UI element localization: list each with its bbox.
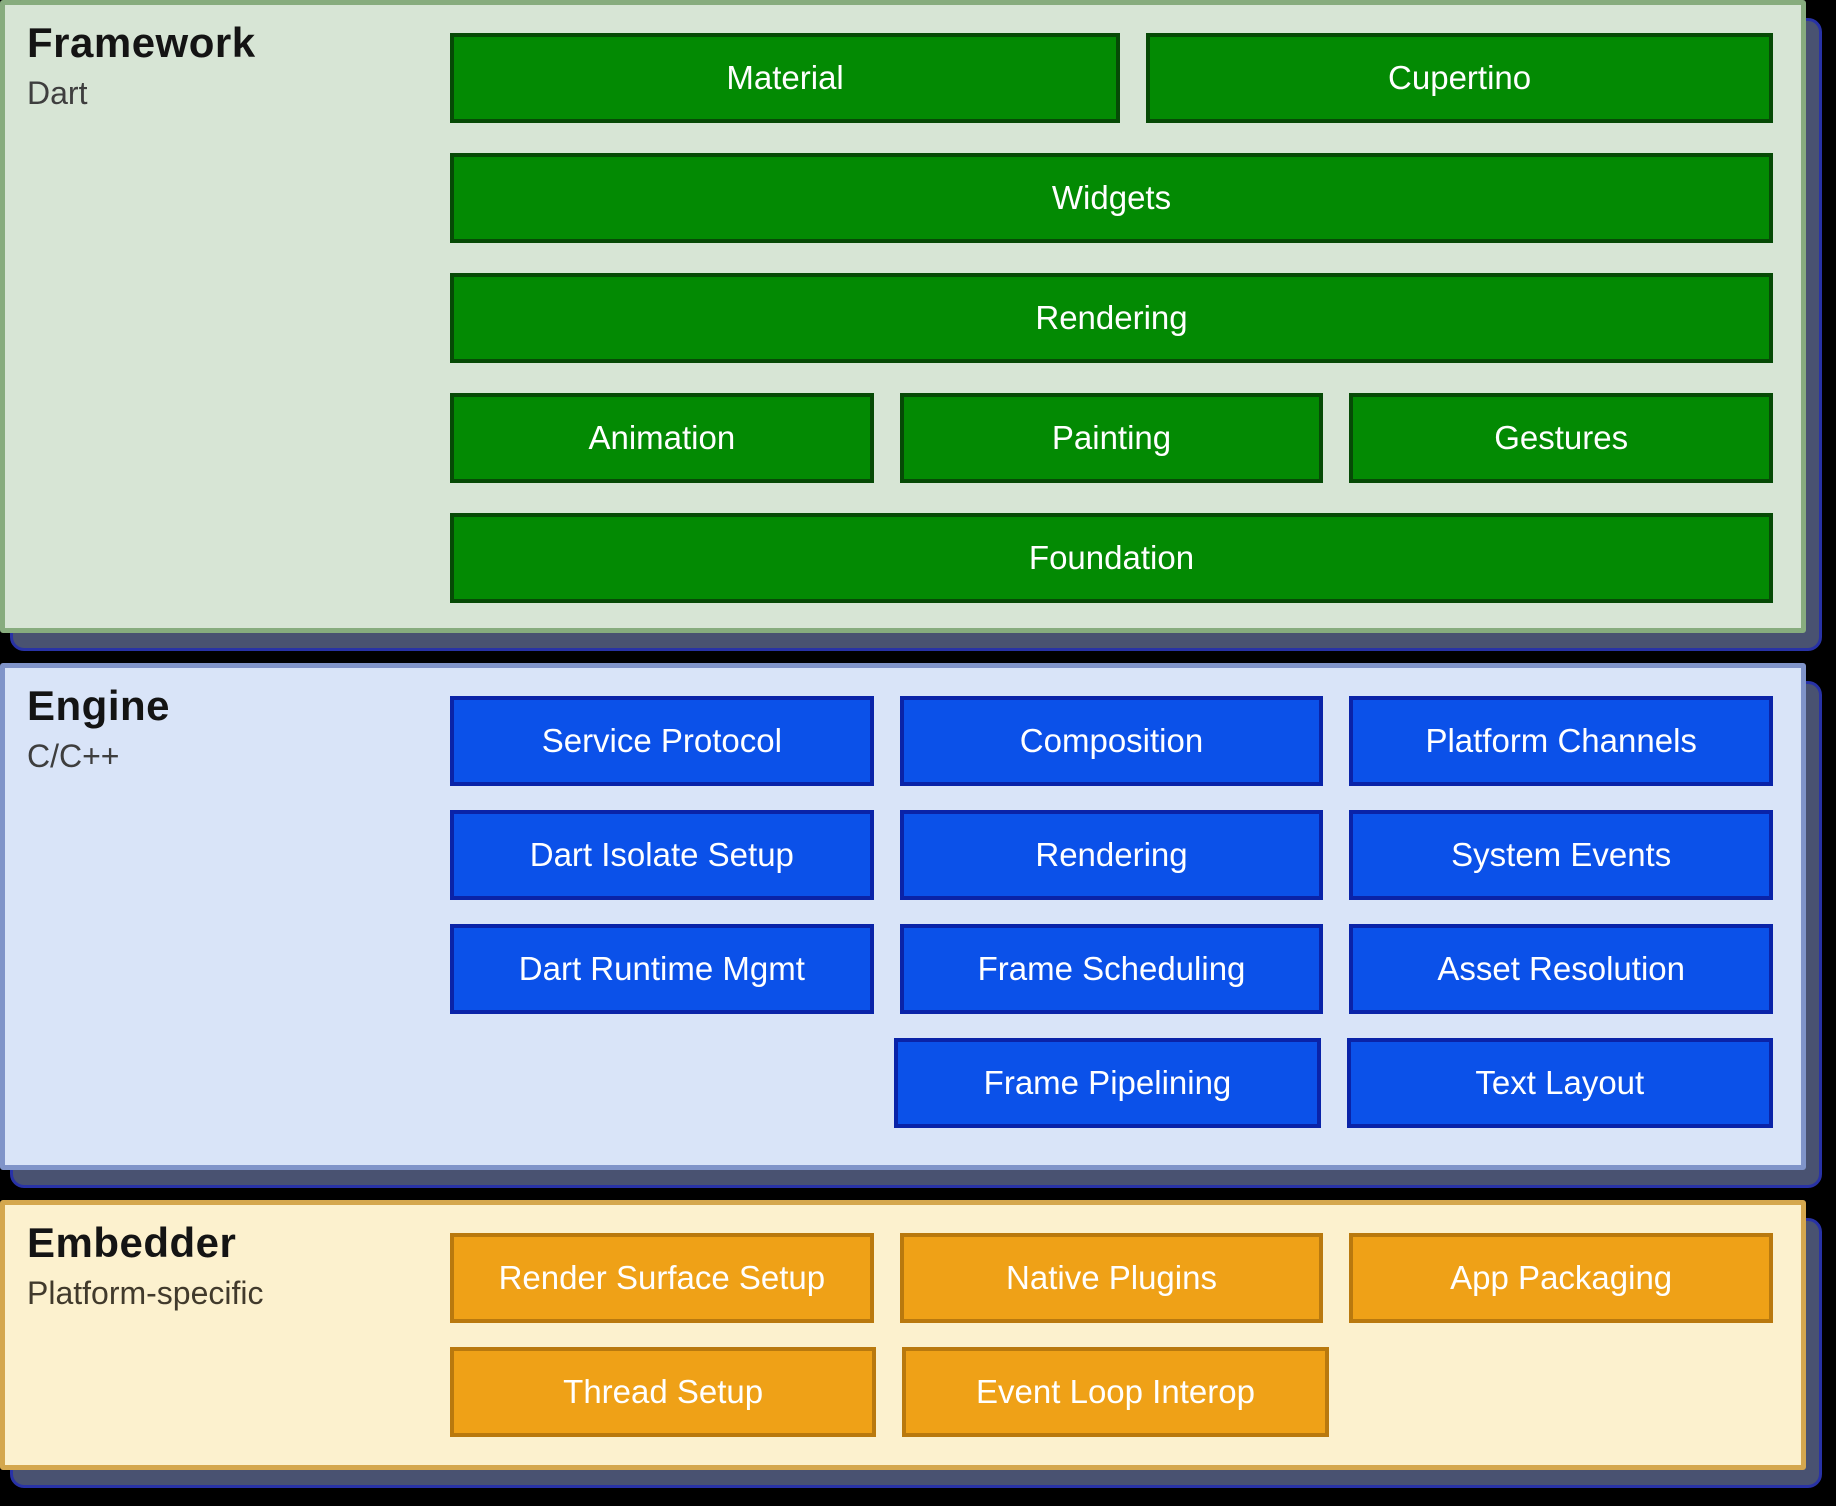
framework-box-foundation: Foundation (450, 513, 1773, 603)
box-row: Widgets (450, 153, 1773, 243)
embedder-box-thread-setup: Thread Setup (450, 1347, 877, 1437)
layer-subtitle: Dart (27, 75, 88, 111)
layer-subtitle: Platform-specific (27, 1275, 264, 1311)
box-row: Frame Pipelining Text Layout (450, 1038, 1773, 1128)
box-row: Material Cupertino (450, 33, 1773, 123)
engine-empty-cell (450, 1038, 868, 1128)
engine-box-dart-runtime-mgmt: Dart Runtime Mgmt (450, 924, 874, 1014)
layer-title: Engine (27, 682, 171, 729)
embedder-box-native-plugins: Native Plugins (899, 1233, 1324, 1323)
layer-title: Framework (27, 19, 256, 66)
embedder-empty-cell (1355, 1347, 1773, 1437)
layer-subtitle: C/C++ (27, 738, 120, 774)
embedder-box-grid: Render Surface Setup Native Plugins App Pa… (450, 1233, 1774, 1465)
framework-box-animation: Animation (450, 393, 874, 483)
framework-box-cupertino: Cupertino (1146, 33, 1773, 123)
framework-box-rendering: Rendering (450, 273, 1773, 363)
box-row: Rendering (450, 273, 1773, 363)
engine-panel: Engine C/C++ Service Protocol Composition… (0, 663, 1806, 1170)
embedder-box-render-surface-setup: Render Surface Setup (450, 1233, 874, 1323)
embedder-box-event-loop-interop: Event Loop Interop (902, 1347, 1329, 1437)
engine-box-frame-scheduling: Frame Scheduling (899, 924, 1324, 1014)
engine-box-text-layout: Text Layout (1346, 1038, 1773, 1128)
framework-box-painting: Painting (899, 393, 1324, 483)
framework-box-material: Material (450, 33, 1121, 123)
engine-box-rendering: Rendering (899, 810, 1324, 900)
engine-box-system-events: System Events (1349, 810, 1774, 900)
layer-title: Embedder (27, 1219, 237, 1266)
framework-label-column: Framework Dart (5, 5, 450, 628)
embedder-panel: Embedder Platform-specific Render Surfac… (0, 1200, 1806, 1470)
engine-label-column: Engine C/C++ (5, 668, 450, 1165)
embedder-layer: Embedder Platform-specific Render Surfac… (0, 1200, 1822, 1488)
embedder-label-column: Embedder Platform-specific (5, 1205, 450, 1465)
framework-box-widgets: Widgets (450, 153, 1773, 243)
engine-box-service-protocol: Service Protocol (450, 696, 874, 786)
engine-box-grid: Service Protocol Composition Platform Chan… (450, 696, 1774, 1165)
box-row: Dart Isolate Setup Rendering System Events (450, 810, 1774, 900)
engine-layer: Engine C/C++ Service Protocol Composition… (0, 663, 1822, 1188)
box-row: Thread Setup Event Loop Interop (450, 1347, 1773, 1437)
box-row: Dart Runtime Mgmt Frame Scheduling Asset R… (450, 924, 1774, 1014)
framework-box-gestures: Gestures (1349, 393, 1774, 483)
engine-box-frame-pipelining: Frame Pipelining (894, 1038, 1321, 1128)
engine-box-asset-resolution: Asset Resolution (1349, 924, 1774, 1014)
box-row: Foundation (450, 513, 1773, 603)
engine-box-platform-channels: Platform Channels (1349, 696, 1774, 786)
engine-box-composition: Composition (899, 696, 1324, 786)
embedder-box-app-packaging: App Packaging (1349, 1233, 1774, 1323)
box-row: Animation Painting Gestures (450, 393, 1774, 483)
box-row: Service Protocol Composition Platform Chan… (450, 696, 1774, 786)
engine-box-dart-isolate-setup: Dart Isolate Setup (450, 810, 874, 900)
box-row: Render Surface Setup Native Plugins App Pa… (450, 1233, 1774, 1323)
